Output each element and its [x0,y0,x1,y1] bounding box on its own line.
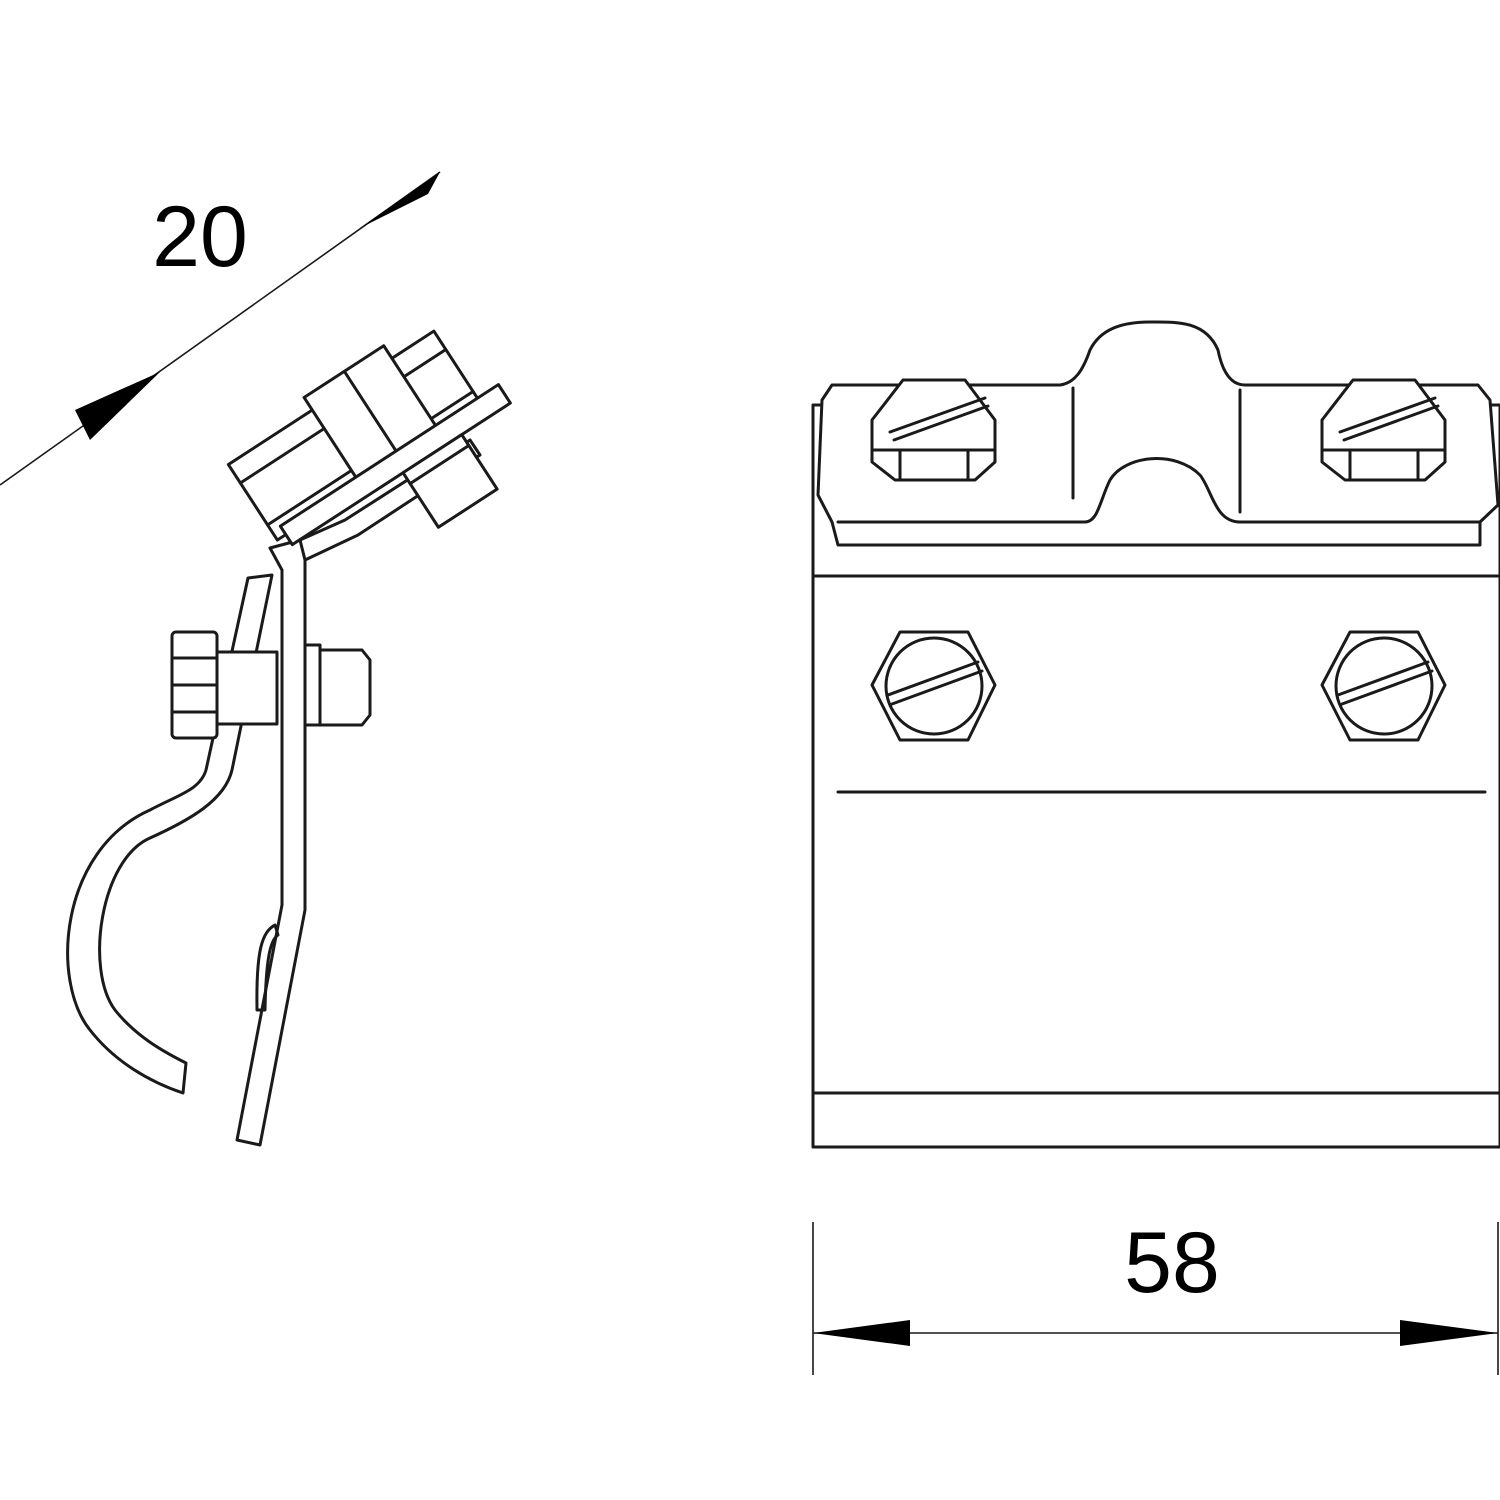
clip-upper-arm [298,438,482,562]
side-view: 20 [0,171,512,1147]
strap-tab [255,923,280,1012]
upper-clamp-block [226,329,512,547]
screw-slot [888,396,987,434]
top-screw-right [1320,378,1447,482]
screw-slot [886,660,980,697]
clip-strap [235,538,307,1147]
middle-screw-left [870,630,997,742]
top-plate-inner-arch [836,457,1482,524]
washer-side [303,643,322,727]
dimension-arrow-upper [360,172,440,228]
clamp-bolt-stub [401,433,499,529]
side-bolt [170,630,372,740]
dimension-58: 58 [812,1215,1499,1375]
bolt-shank-left [215,650,279,726]
dimension-20: 20 [0,171,441,486]
dimension-arrow-lower [75,372,160,440]
dimension-label-20: 20 [152,189,248,285]
dimension-label-58: 58 [1124,1215,1220,1311]
front-view: 58 [811,320,1500,1375]
clamp-top-plate [816,320,1500,547]
top-screw-left [870,378,997,482]
screw-slot [1338,396,1437,434]
clip-hook-curve [66,573,274,1095]
screw-slot [1336,660,1430,697]
dimension-arrow-left [813,1320,910,1346]
middle-screw-right [1320,630,1447,742]
dimension-arrow-right [1400,1320,1498,1346]
clamp-base-plate [278,383,512,547]
bolt-end-side [318,648,372,727]
